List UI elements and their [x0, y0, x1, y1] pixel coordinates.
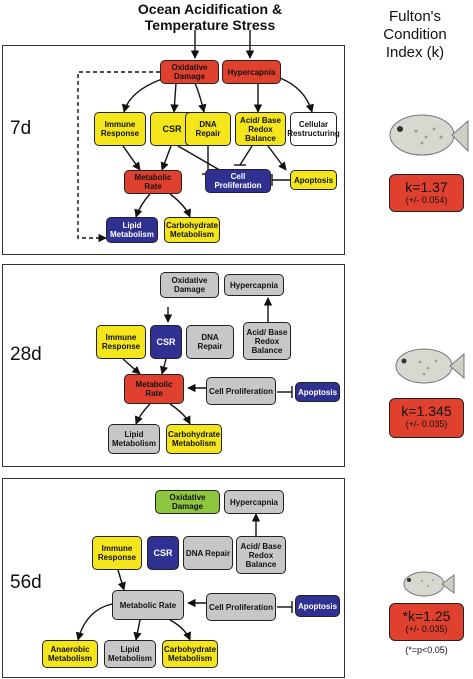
box-56d-dna-repair: DNA Repair — [183, 536, 233, 570]
box-28d-lipid-metabolism: Lipid Metabolism — [108, 424, 160, 454]
k-value-56d: *k=1.25 — [402, 608, 451, 624]
box-56d-metabolic-rate: Metabolic Rate — [112, 590, 184, 620]
fish-illustration-56d — [403, 571, 455, 597]
box-56d-acid-base: Acid/ Base Redox Balance — [236, 536, 286, 574]
box-7d-cell-proliferation: Cell Proliferation — [205, 169, 271, 193]
k-value-7d: k=1.37 — [405, 179, 448, 195]
fulton-line-3: Index (k) — [385, 44, 445, 61]
box-28d-carbohydrate-metabolism: Carbohydrate Metabolism — [166, 424, 222, 454]
box-56d-oxidative-damage: Oxidative Damage — [155, 490, 220, 514]
box-28d-apoptosis: Apoptosis — [295, 382, 340, 402]
box-28d-hypercapnia: Hypercapnia — [224, 274, 284, 296]
fulton-label: Fulton's Condition Index (k) — [360, 8, 470, 62]
significance-note: (*=p<0.05) — [405, 645, 448, 655]
box-7d-cellular-restructuring: Cellular Restructuring — [287, 112, 340, 146]
k-sd-7d: (+/- 0.054) — [405, 195, 448, 205]
box-7d-immune-response: Immune Response — [94, 112, 146, 146]
box-7d-metabolic-rate: Metabolic Rate — [124, 170, 182, 194]
title-line-2: Temperature Stress — [144, 17, 276, 33]
box-7d-lipid-metabolism: Lipid Metabolism — [106, 217, 158, 243]
k-sd-56d: (+/- 0.035) — [405, 624, 448, 634]
box-56d-carbohydrate-metabolism: Carbohydrate Metabolism — [162, 640, 218, 668]
box-28d-metabolic-rate: Metabolic Rate — [124, 374, 184, 404]
box-7d-acid-base: Acid/ Base Redox Balance — [235, 112, 286, 146]
k-value-box-7d: k=1.37 (+/- 0.054) — [389, 174, 464, 212]
box-7d-carbohydrate-metabolism: Carbohydrate Metabolism — [164, 217, 220, 243]
k-value-28d: k=1.345 — [401, 403, 452, 419]
box-7d-dna-repair: DNA Repair — [185, 112, 231, 146]
k-value-box-28d: k=1.345 (+/- 0.035) — [389, 398, 464, 438]
box-56d-cell-proliferation: Cell Proliferation — [206, 593, 276, 621]
day-label-56d: 56d — [10, 572, 42, 593]
box-28d-immune-response: Immune Response — [96, 325, 146, 359]
fish-illustration-28d — [395, 348, 465, 384]
fulton-line-1: Fulton's — [388, 8, 442, 25]
box-28d-acid-base: Acid/ Base Redox Balance — [243, 322, 291, 360]
k-value-box-56d: *k=1.25 (+/- 0.035) — [389, 603, 464, 641]
box-28d-csr: CSR — [150, 325, 182, 359]
fish-illustration-7d — [389, 114, 469, 156]
box-56d-hypercapnia: Hypercapnia — [224, 490, 284, 514]
box-28d-oxidative-damage: Oxidative Damage — [160, 272, 219, 298]
box-56d-apoptosis: Apoptosis — [295, 595, 340, 617]
title-line-1: Ocean Acidification & — [137, 1, 283, 17]
box-7d-apoptosis: Apoptosis — [290, 170, 337, 190]
box-7d-hypercapnia: Hypercapnia — [222, 60, 281, 84]
day-label-7d: 7d — [10, 118, 32, 139]
fulton-line-2: Condition — [383, 26, 447, 43]
box-56d-csr: CSR — [147, 536, 179, 570]
box-28d-cell-proliferation: Cell Proliferation — [206, 377, 276, 405]
k-sd-28d: (+/- 0.035) — [405, 419, 448, 429]
box-56d-immune-response: Immune Response — [92, 536, 142, 570]
box-28d-dna-repair: DNA Repair — [186, 325, 234, 359]
day-label-28d: 28d — [10, 344, 42, 365]
box-56d-anaerobic-metabolism: Anaerobic Metabolism — [42, 640, 98, 668]
box-7d-oxidative-damage: Oxidative Damage — [160, 60, 219, 84]
box-56d-lipid-metabolism: Lipid Metabolism — [104, 640, 156, 668]
